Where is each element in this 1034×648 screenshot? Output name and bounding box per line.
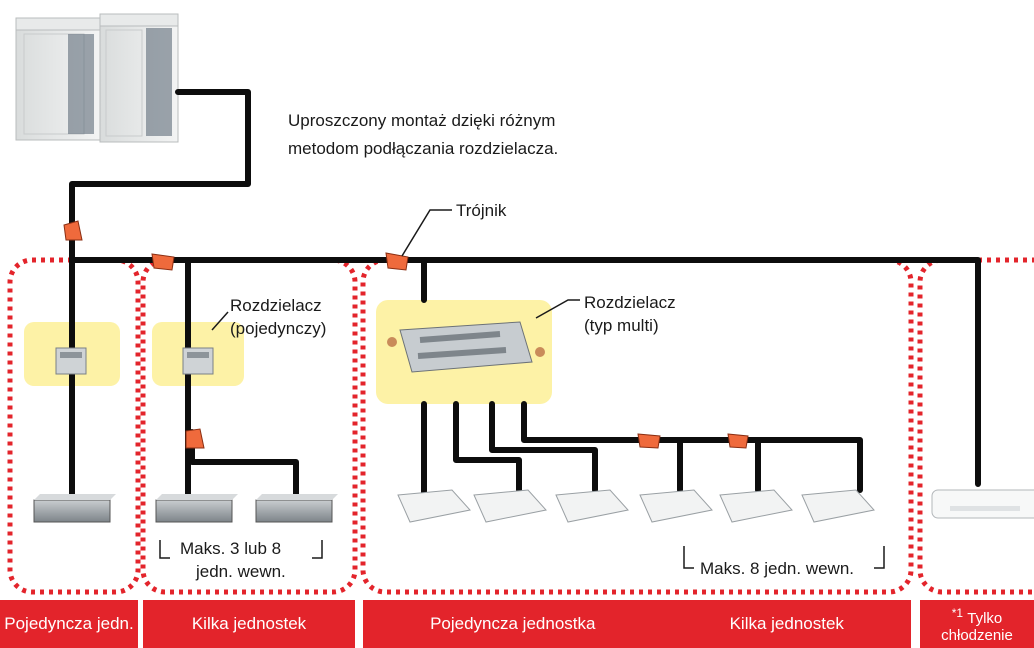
- distributor-multi-icon: [387, 321, 545, 373]
- footnote-mark: *1: [951, 605, 964, 620]
- wall-unit-icon: [931, 489, 1034, 519]
- max-8-units-label: Maks. 8 jedn. wewn.: [700, 559, 855, 578]
- cassette-unit-icon-5: [719, 489, 793, 523]
- category-cooling-only: *1 Tylko chłodzenie: [920, 600, 1034, 648]
- region-cooling: [917, 257, 1034, 595]
- distributor-multi-sublabel: (typ multi): [584, 316, 659, 335]
- region-single: [7, 257, 141, 595]
- trojnik-label: Trójnik: [456, 201, 507, 220]
- category-single-unit: Pojedyncza jedn.: [0, 600, 138, 648]
- category-distributor-group: Pojedyncza jednostka Kilka jednostek: [363, 600, 911, 648]
- distributor-single-icon-2: [182, 347, 214, 375]
- duct-unit-icon-2: [155, 494, 238, 523]
- cassette-unit-icon-4: [639, 489, 713, 523]
- outdoor-unit-icon: [15, 13, 179, 143]
- cassette-unit-icon: [397, 489, 471, 523]
- distributor-single-sublabel: (pojedynczy): [230, 319, 327, 338]
- cassette-unit-icon-6: [801, 489, 875, 523]
- category-multiple-units-text: Kilka jednostek: [191, 614, 307, 633]
- cassette-unit-icon-2: [473, 489, 547, 523]
- distributor-single-icon: [55, 347, 87, 375]
- duct-unit-icon-3: [255, 494, 338, 523]
- caption-line-2: metodom podłączania rozdzielacza.: [288, 139, 559, 158]
- category-single-unit-full-text: Pojedyncza jednostka: [430, 614, 596, 633]
- cooling-only-text-1: Tylko: [967, 609, 1003, 627]
- distributor-multi-label: Rozdzielacz: [584, 293, 676, 312]
- category-multiple-units: Kilka jednostek: [143, 600, 355, 648]
- distributor-single-label: Rozdzielacz: [230, 296, 322, 315]
- duct-unit-icon: [33, 494, 116, 523]
- cassette-unit-icon-3: [555, 489, 629, 523]
- caption-line-1: Uproszczony montaż dzięki różnym: [288, 111, 556, 130]
- category-multiple-units-2-text: Kilka jednostek: [729, 614, 844, 633]
- max-units-label-2: jedn. wewn.: [196, 562, 286, 581]
- category-single-unit-text: Pojedyncza jedn.: [4, 614, 134, 633]
- cooling-only-text-2: chłodzenie: [941, 626, 1013, 644]
- max-units-label-1: Maks. 3 lub 8: [180, 539, 282, 558]
